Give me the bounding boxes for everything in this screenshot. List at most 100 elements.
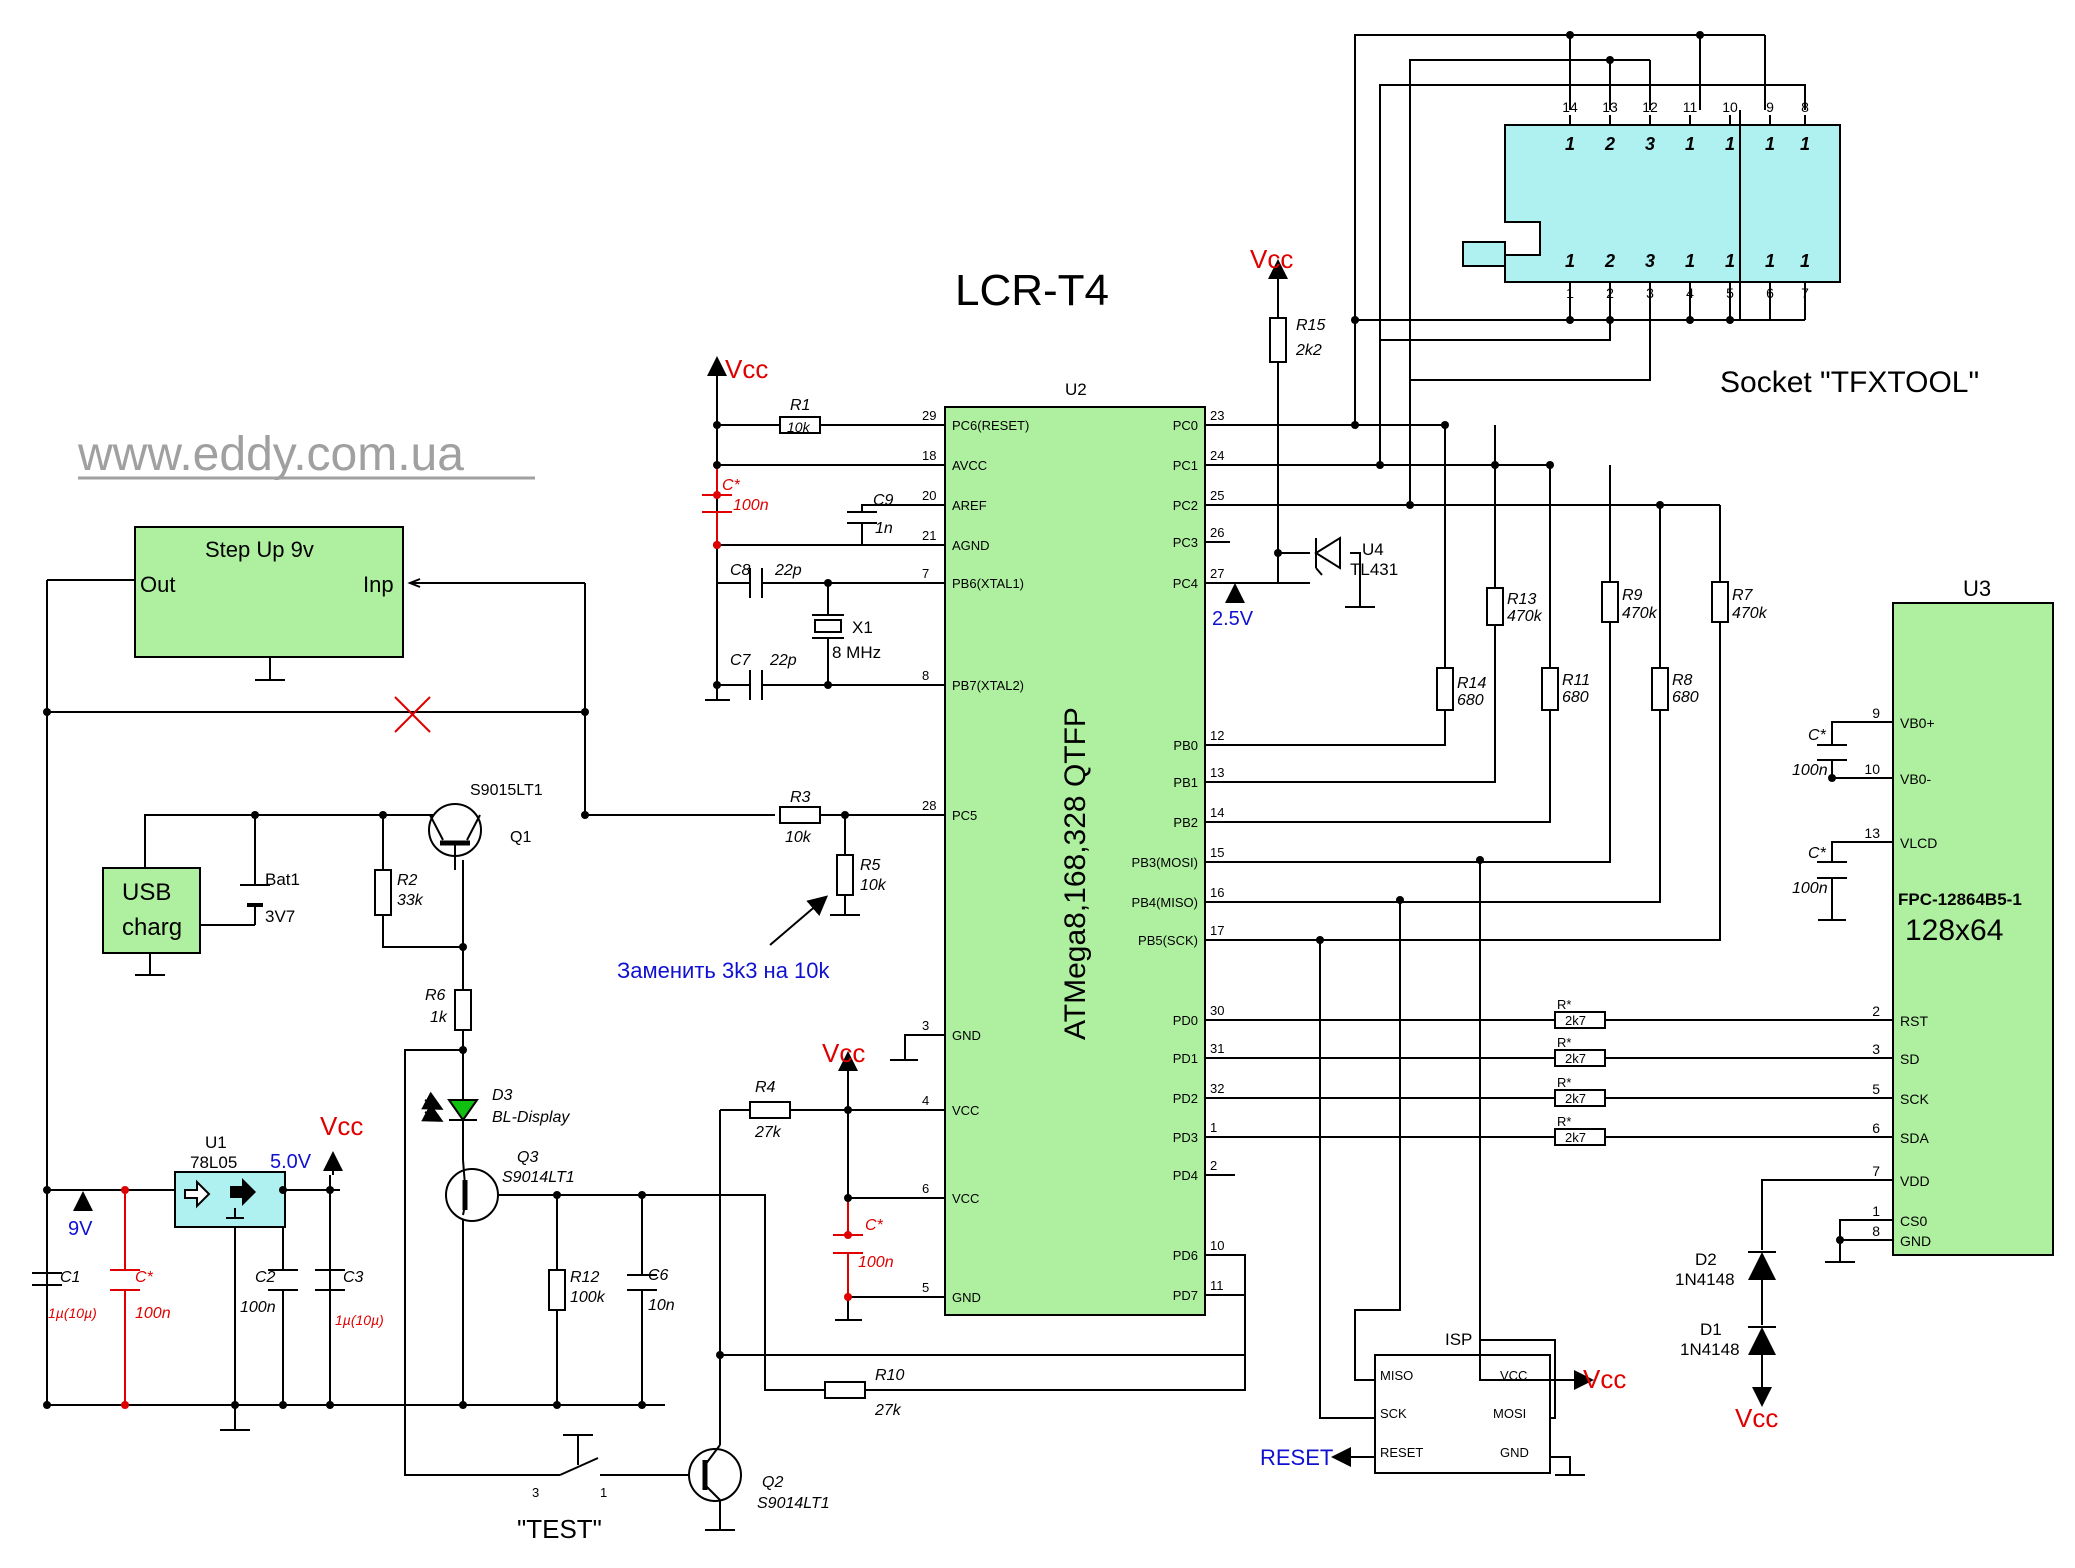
isp-miso: MISO bbox=[1380, 1368, 1413, 1383]
voltage-9v: 9V bbox=[68, 1218, 93, 1240]
r12-val: 100k bbox=[570, 1289, 606, 1306]
lcd-pin-num: 9 bbox=[1872, 705, 1880, 721]
isp-title: ISP bbox=[1445, 1330, 1472, 1349]
resistor-r4 bbox=[749, 1101, 791, 1119]
test-label: "TEST" bbox=[517, 1514, 602, 1544]
lcd-u3: U3 FPC-12864B5-1 128x64 VB0+9VB0-10VLCD1… bbox=[1864, 576, 2054, 1256]
d2-val: 1N4148 bbox=[1675, 1270, 1735, 1289]
mcu-pin-num: 29 bbox=[922, 408, 936, 423]
mcu-pin-name: PB2 bbox=[1173, 815, 1198, 830]
resistor-r1 bbox=[779, 416, 821, 434]
mcu-pin-name: PD1 bbox=[1173, 1051, 1198, 1066]
c6-ref: C6 bbox=[648, 1267, 669, 1284]
r4-val: 27k bbox=[754, 1124, 782, 1141]
diode-d1 bbox=[1748, 1326, 1776, 1355]
mcu-pin-name: PC0 bbox=[1173, 418, 1198, 433]
usb-charger: USB charg bbox=[102, 867, 201, 954]
mcu-pin-num: 3 bbox=[922, 1018, 929, 1033]
q3-type: S9014LT1 bbox=[502, 1169, 575, 1186]
socket-cell-bottom: 2 bbox=[1604, 251, 1615, 271]
reset-label: RESET bbox=[1260, 1445, 1333, 1470]
resistor-rstar-4 bbox=[1554, 1128, 1606, 1146]
cstar-ref-2: C* bbox=[722, 477, 741, 494]
socket-cell-top: 1 bbox=[1725, 134, 1735, 154]
r3-ref: R3 bbox=[790, 789, 811, 806]
mcu-pin-num: 7 bbox=[922, 566, 929, 581]
wires bbox=[46, 34, 1893, 1531]
lcd-pin-num: 7 bbox=[1872, 1163, 1880, 1179]
c3-ref: C3 bbox=[343, 1269, 364, 1286]
mcu-pin-name: PC3 bbox=[1173, 535, 1198, 550]
socket-label: Socket "TFXTOOL" bbox=[1720, 366, 1979, 399]
rstar-ref: R* bbox=[1557, 1114, 1571, 1129]
mcu-pin-name: PB0 bbox=[1173, 738, 1198, 753]
r14-ref: R14 bbox=[1457, 675, 1486, 692]
mcu-pin-name: PB3(MOSI) bbox=[1132, 855, 1198, 870]
usb-line1: USB bbox=[122, 879, 171, 906]
r1-ref: R1 bbox=[790, 397, 810, 414]
stepup-out: Out bbox=[140, 572, 175, 597]
isp-mosi: MOSI bbox=[1493, 1406, 1526, 1421]
r8-ref: R8 bbox=[1672, 672, 1693, 689]
socket-cell-top: 2 bbox=[1604, 134, 1615, 154]
voltage-5v: 5.0V bbox=[270, 1151, 312, 1173]
mcu-pin-num: 2 bbox=[1210, 1158, 1217, 1173]
socket-cell-top: 1 bbox=[1565, 134, 1575, 154]
mcu-pin-num: 14 bbox=[1210, 805, 1224, 820]
capacitors bbox=[32, 494, 1847, 1405]
mcu-pin-name: PB5(SCK) bbox=[1138, 933, 1198, 948]
lcd-pin-name: CS0 bbox=[1900, 1213, 1927, 1229]
resistor-r9 bbox=[1601, 581, 1619, 623]
socket-pin-num-top: 9 bbox=[1766, 99, 1774, 115]
cstar-ref-4: C* bbox=[1808, 727, 1827, 744]
q1-type: S9015LT1 bbox=[470, 782, 543, 799]
r10-val: 27k bbox=[874, 1402, 902, 1419]
vcc-label-d1: Vcc bbox=[1735, 1403, 1778, 1433]
resistor-r11 bbox=[1541, 667, 1559, 711]
lcd-pin-num: 1 bbox=[1872, 1203, 1880, 1219]
lcd-pin-name: VB0+ bbox=[1900, 715, 1935, 731]
q1-ref: Q1 bbox=[510, 829, 531, 846]
socket-cell-top: 1 bbox=[1765, 134, 1775, 154]
mcu-pin-name: GND bbox=[952, 1290, 981, 1305]
r11-ref: R11 bbox=[1562, 672, 1590, 689]
mcu-pin-name: PC5 bbox=[952, 808, 977, 823]
transistor-q3 bbox=[445, 1159, 499, 1222]
mcu-pin-num: 4 bbox=[922, 1093, 929, 1108]
x1-ref: X1 bbox=[852, 618, 873, 637]
mcu-pin-num: 1 bbox=[1210, 1120, 1217, 1135]
isp-gnd: GND bbox=[1500, 1445, 1529, 1460]
r15-val: 2k2 bbox=[1295, 342, 1322, 359]
cstar-val-3: 100n bbox=[858, 1254, 894, 1271]
socket-cell-bottom: 1 bbox=[1765, 251, 1775, 271]
r9-ref: R9 bbox=[1622, 587, 1643, 604]
vcc-arrows bbox=[73, 259, 1772, 1467]
rstar-val: 2k7 bbox=[1565, 1130, 1586, 1145]
mcu-pin-name: PD0 bbox=[1173, 1013, 1198, 1028]
lcd-ref: U3 bbox=[1963, 576, 1991, 601]
mcu-pin-num: 30 bbox=[1210, 1003, 1224, 1018]
mcu-pin-name: PB1 bbox=[1173, 775, 1198, 790]
rstar-val: 2k7 bbox=[1565, 1013, 1586, 1028]
mcu-pin-name: PC6(RESET) bbox=[952, 418, 1029, 433]
mcu-pin-name: PB7(XTAL2) bbox=[952, 678, 1024, 693]
mcu-pin-num: 27 bbox=[1210, 566, 1224, 581]
transistor-q2 bbox=[688, 1444, 742, 1502]
c2-val: 100n bbox=[240, 1299, 276, 1316]
tl431-u4 bbox=[1314, 536, 1341, 576]
lcd-pin-name: VDD bbox=[1900, 1173, 1930, 1189]
mcu-pin-num: 5 bbox=[922, 1280, 929, 1295]
rstar-val: 2k7 bbox=[1565, 1051, 1586, 1066]
mcu-pin-num: 13 bbox=[1210, 765, 1224, 780]
cstar-ref-1: C* bbox=[135, 1269, 154, 1286]
voltage-2-5v: 2.5V bbox=[1212, 608, 1254, 630]
socket-cell-top: 1 bbox=[1800, 134, 1810, 154]
c8-val: 22p bbox=[774, 562, 802, 579]
r13-val: 470k bbox=[1507, 608, 1543, 625]
rstar-ref: R* bbox=[1557, 1035, 1571, 1050]
resistor-r7 bbox=[1711, 581, 1729, 623]
rstar-ref: R* bbox=[1557, 997, 1571, 1012]
switch-pin-3: 3 bbox=[532, 1485, 539, 1500]
r1-val: 10k bbox=[787, 419, 811, 435]
